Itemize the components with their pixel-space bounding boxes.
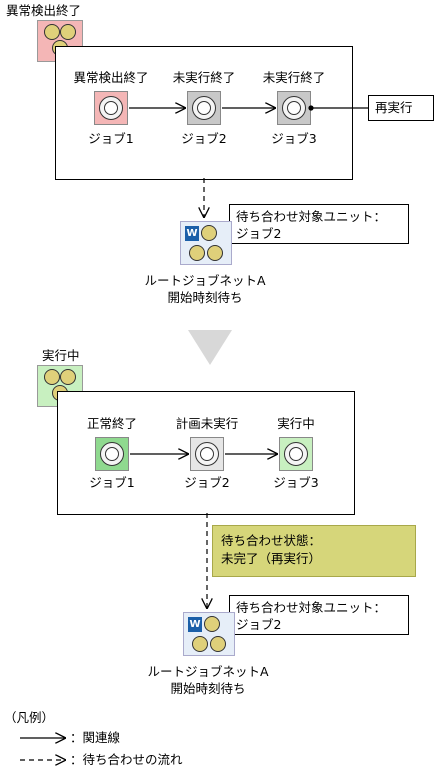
wait-state-line1: 待ち合わせ状態： bbox=[221, 533, 322, 548]
wait-badge-icon: W bbox=[185, 226, 199, 241]
bottom-job2-name: ジョブ2 bbox=[184, 475, 230, 490]
bottom-job2-icon[interactable] bbox=[190, 437, 224, 471]
bottom-job1-status: 正常終了 bbox=[86, 416, 138, 431]
legend-dashed-label: ：待ち合わせの流れ bbox=[70, 752, 183, 767]
unit-ball bbox=[192, 636, 208, 652]
top-root-name: ルートジョブネットA bbox=[144, 273, 266, 288]
top-job2-status: 未実行終了 bbox=[172, 70, 236, 85]
top-job3-status: 未実行終了 bbox=[262, 70, 326, 85]
unit-ball bbox=[204, 616, 220, 632]
bottom-job1-name: ジョブ1 bbox=[89, 475, 135, 490]
top-job2-name: ジョブ2 bbox=[181, 131, 227, 146]
top-job1-name: ジョブ1 bbox=[88, 131, 134, 146]
top-group-status: 異常検出終了 bbox=[6, 3, 82, 18]
legend-title: （凡例） bbox=[4, 710, 55, 725]
bottom-group-status: 実行中 bbox=[42, 348, 80, 363]
bottom-job3-status: 実行中 bbox=[277, 416, 315, 431]
unit-ball bbox=[60, 24, 76, 40]
unit-ball bbox=[189, 245, 205, 261]
unit-ball bbox=[210, 636, 226, 652]
bottom-job2-status: 計画未実行 bbox=[175, 416, 239, 431]
unit-ball bbox=[201, 225, 217, 241]
bottom-wait-callout-line2: ジョブ2 bbox=[236, 617, 282, 632]
top-wait-callout-line1: 待ち合わせ対象ユニット： bbox=[236, 209, 387, 224]
bottom-job3-icon[interactable] bbox=[279, 437, 313, 471]
unit-ball bbox=[44, 24, 60, 40]
unit-ball bbox=[207, 245, 223, 261]
top-job3-icon[interactable] bbox=[277, 91, 311, 125]
rerun-label: 再実行 bbox=[375, 100, 413, 115]
top-job3-name: ジョブ3 bbox=[271, 131, 317, 146]
top-root-status: 開始時刻待ち bbox=[167, 290, 243, 305]
top-job1-status: 異常検出終了 bbox=[73, 70, 149, 85]
rerun-callout: 再実行 bbox=[368, 95, 434, 121]
wait-state-line2: 未完了（再実行） bbox=[221, 551, 322, 566]
transition-triangle-icon bbox=[188, 330, 232, 365]
bottom-wait-callout-line1: 待ち合わせ対象ユニット： bbox=[236, 600, 387, 615]
bottom-root-status: 開始時刻待ち bbox=[170, 681, 246, 696]
top-wait-callout-line2: ジョブ2 bbox=[236, 226, 282, 241]
top-root-jobnet-icon[interactable]: W bbox=[180, 221, 232, 265]
unit-ball bbox=[44, 369, 60, 385]
top-job1-icon[interactable] bbox=[94, 91, 128, 125]
bottom-root-jobnet-icon[interactable]: W bbox=[183, 612, 235, 656]
legend-solid-label: ：関連線 bbox=[70, 730, 121, 745]
wait-state-note: 待ち合わせ状態： 未完了（再実行） bbox=[212, 525, 416, 577]
wait-badge-icon: W bbox=[188, 617, 202, 632]
bottom-job1-icon[interactable] bbox=[95, 437, 129, 471]
bottom-wait-callout: 待ち合わせ対象ユニット： ジョブ2 bbox=[229, 595, 409, 635]
bottom-job3-name: ジョブ3 bbox=[273, 475, 319, 490]
unit-ball bbox=[60, 369, 76, 385]
bottom-root-name: ルートジョブネットA bbox=[147, 664, 269, 679]
top-job2-icon[interactable] bbox=[187, 91, 221, 125]
